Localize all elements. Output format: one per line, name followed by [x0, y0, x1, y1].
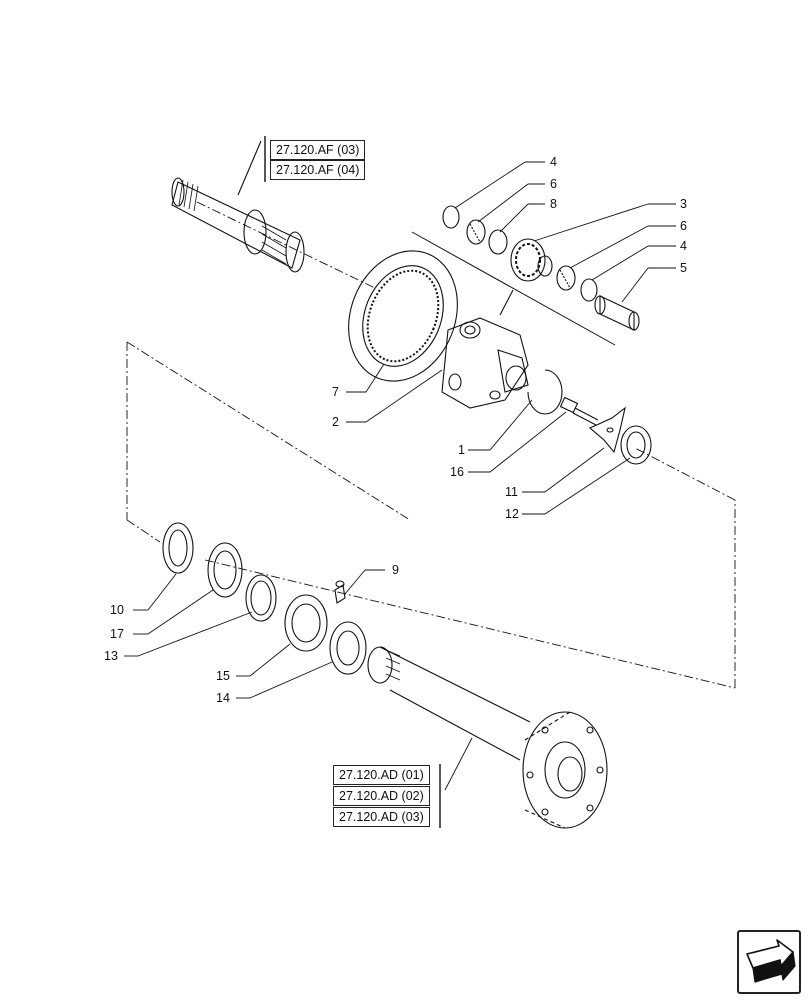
ref-box-27-120-af-04[interactable]: 27.120.AF (04) — [270, 160, 366, 180]
callout-16: 16 — [450, 465, 464, 479]
washer-4b — [580, 278, 598, 302]
bolt — [559, 396, 599, 426]
callout-6: 6 — [550, 177, 557, 191]
callout-1: 1 — [458, 443, 465, 457]
callout-10: 10 — [110, 603, 124, 617]
callout-2: 2 — [332, 415, 339, 429]
planet-group-bracket — [411, 231, 616, 346]
bearing-15 — [284, 594, 328, 652]
callout-8: 8 — [550, 197, 557, 211]
seal-14 — [329, 621, 367, 675]
callout-9: 9 — [392, 563, 399, 577]
callout-4-b: 4 — [680, 239, 687, 253]
lock-plate — [588, 406, 626, 454]
callout-4: 4 — [550, 155, 557, 169]
ring-gear — [348, 250, 458, 382]
grease-nipple-9 — [334, 580, 346, 604]
planet-gear-3 — [510, 238, 553, 282]
washer-4a — [442, 205, 460, 229]
roller-bearing-6b — [556, 265, 576, 291]
snap-ring — [527, 369, 563, 415]
callout-13: 13 — [104, 649, 118, 663]
roller-bearing-6a — [466, 219, 486, 245]
callout-6-b: 6 — [680, 219, 687, 233]
ref-box-27-120-ad-01[interactable]: 27.120.AD (01) — [333, 765, 430, 785]
next-page-button[interactable] — [737, 930, 801, 994]
callout-7: 7 — [332, 385, 339, 399]
planet-carrier — [441, 317, 529, 409]
callout-5: 5 — [680, 261, 687, 275]
bearing-ring-13 — [245, 574, 277, 622]
seal-ring-10 — [162, 522, 194, 574]
ref-box-27-120-af-03[interactable]: 27.120.AF (03) — [270, 140, 366, 160]
callout-12: 12 — [505, 507, 519, 521]
ref-box-27-120-ad-02[interactable]: 27.120.AD (02) — [333, 786, 430, 806]
ref-box-27-120-ad-03[interactable]: 27.120.AD (03) — [333, 807, 430, 827]
cap — [620, 425, 652, 465]
output-shaft — [367, 646, 608, 829]
callout-3: 3 — [680, 197, 687, 211]
callout-leaders — [124, 161, 676, 791]
callout-11: 11 — [505, 485, 518, 499]
callout-17: 17 — [110, 627, 124, 641]
bearing-cup-17 — [207, 542, 243, 598]
assembly-centerlines — [126, 201, 736, 689]
callout-14: 14 — [216, 691, 230, 705]
spacer-8 — [488, 229, 508, 255]
input-shaft — [171, 140, 305, 273]
next-page-arrow-icon — [746, 939, 796, 983]
pin-5 — [594, 295, 640, 331]
callout-15: 15 — [216, 669, 230, 683]
